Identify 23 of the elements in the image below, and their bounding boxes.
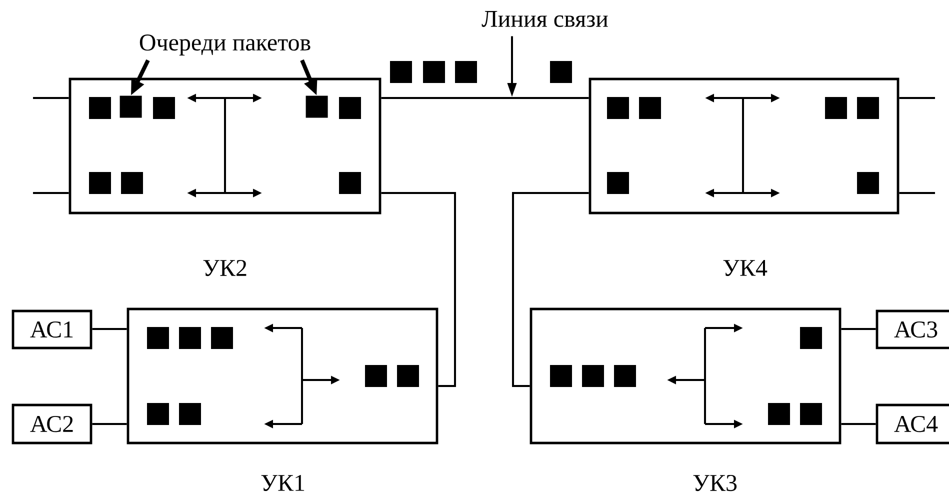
station-box: АС2 xyxy=(12,404,92,444)
station-box: АС3 xyxy=(876,310,949,350)
switch-label: УК3 xyxy=(693,474,737,492)
connection-line xyxy=(841,423,876,425)
link-line xyxy=(33,97,69,99)
link-line xyxy=(899,192,936,194)
packet-square xyxy=(120,96,142,118)
callout-text: Очереди пакетов xyxy=(140,34,310,56)
callout-text: Линия связи xyxy=(482,11,608,27)
switch-label: УК1 xyxy=(261,474,304,492)
link-line xyxy=(381,97,589,99)
station-box: АС1 xyxy=(12,310,92,350)
link-line xyxy=(899,97,936,99)
switch-label: УК2 xyxy=(203,260,246,276)
link-line xyxy=(33,192,69,194)
connection-line xyxy=(381,192,456,387)
switch-label: УК4 xyxy=(723,260,768,276)
connection-line xyxy=(92,423,127,425)
packet-square xyxy=(306,96,328,118)
station-box: АС4 xyxy=(876,404,949,444)
connection-line xyxy=(841,328,876,330)
connection-line xyxy=(512,192,589,387)
connection-line xyxy=(92,328,127,330)
